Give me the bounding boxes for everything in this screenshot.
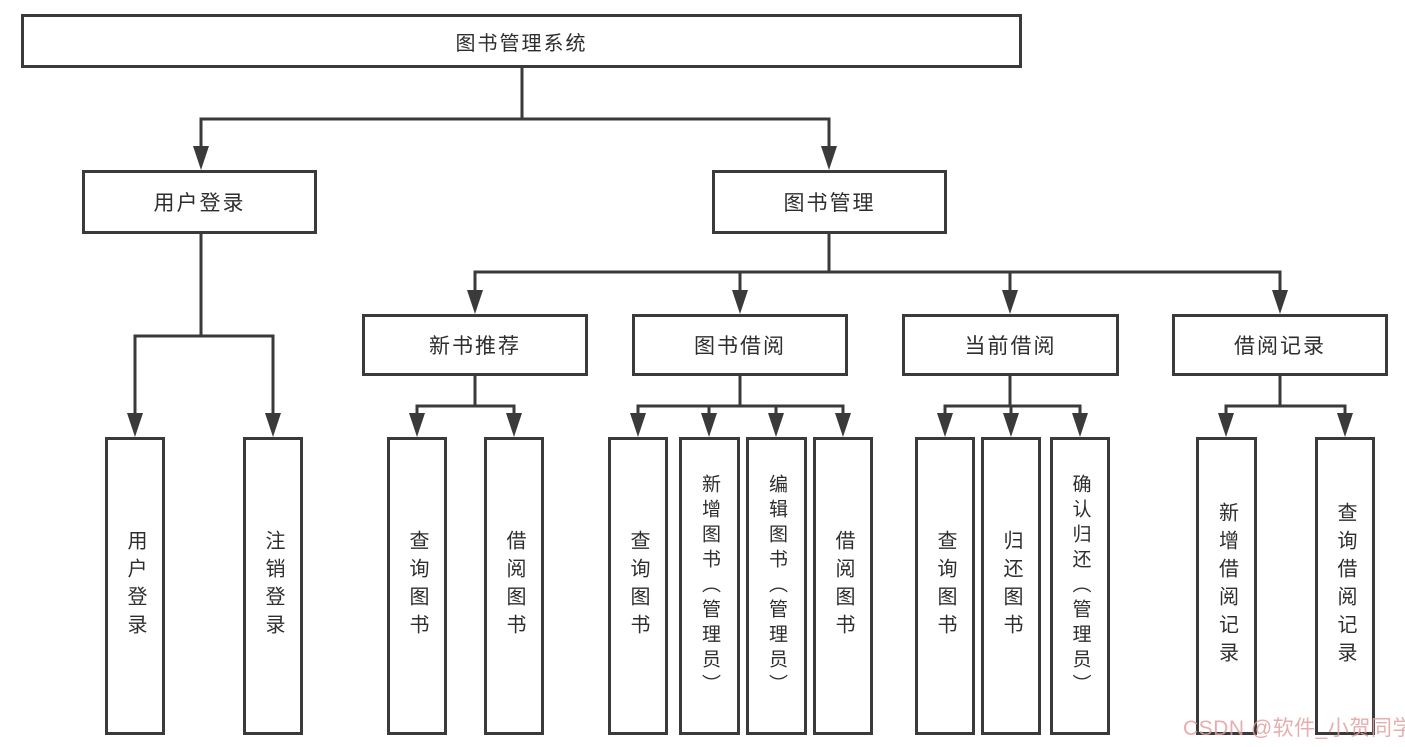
arrow-head-icon <box>506 413 522 437</box>
leaf-borrow-books: 借阅图书 <box>484 437 544 735</box>
arrow-head-icon <box>1218 413 1234 437</box>
arrow-head-icon <box>467 290 483 314</box>
node-label: 新书推荐 <box>429 335 521 358</box>
leaf-confirm-return-admin: 确认归还（管理员） <box>1050 437 1110 735</box>
arrow-head-icon <box>1002 290 1018 314</box>
node-label: 当前借阅 <box>964 335 1057 358</box>
leaf-label: 注销登录 <box>262 530 284 642</box>
leaf-query-books: 查询图书 <box>387 437 447 735</box>
arrow-head-icon <box>193 146 209 170</box>
leaf-logout: 注销登录 <box>243 437 303 735</box>
arrow-head-icon <box>768 413 784 437</box>
node-book-management: 图书管理 <box>712 170 947 234</box>
node-label: 图书管理系统 <box>455 32 588 55</box>
leaf-add-books-admin: 新增图书（管理员） <box>679 437 740 735</box>
leaf-label: 借阅图书 <box>832 530 854 642</box>
node-label: 用户登录 <box>153 192 246 215</box>
leaf-query-books: 查询图书 <box>915 437 975 735</box>
node-label: 图书借阅 <box>694 335 786 358</box>
node-new-book-recommendation: 新书推荐 <box>362 314 588 376</box>
arrow-head-icon <box>835 413 851 437</box>
arrow-head-icon <box>1072 413 1088 437</box>
leaf-label: 确认归还（管理员） <box>1069 473 1091 699</box>
node-current-borrowing: 当前借阅 <box>902 314 1119 376</box>
arrow-head-icon <box>701 413 717 437</box>
leaf-add-borrow-record: 新增借阅记录 <box>1196 437 1257 735</box>
leaf-label: 查询图书 <box>406 530 428 642</box>
node-user-login: 用户登录 <box>82 170 317 234</box>
leaf-query-borrow-record: 查询借阅记录 <box>1315 437 1375 735</box>
arrow-head-icon <box>1337 413 1353 437</box>
arrow-head-icon <box>1272 290 1288 314</box>
node-label: 图书管理 <box>783 192 876 215</box>
leaf-user-login: 用户登录 <box>105 437 165 735</box>
leaf-label: 借阅图书 <box>503 530 525 642</box>
arrow-head-icon <box>732 290 748 314</box>
leaf-label: 新增借阅记录 <box>1215 502 1238 670</box>
leaf-query-books: 查询图书 <box>608 437 668 735</box>
arrow-head-icon <box>1003 413 1019 437</box>
leaf-label: 查询图书 <box>934 530 956 642</box>
leaf-label: 编辑图书（管理员） <box>766 473 787 699</box>
leaf-label: 查询借阅记录 <box>1334 502 1356 670</box>
arrow-head-icon <box>409 413 425 437</box>
arrow-head-icon <box>630 413 646 437</box>
leaf-return-books: 归还图书 <box>981 437 1041 735</box>
arrow-head-icon <box>937 413 953 437</box>
leaf-label: 用户登录 <box>124 530 146 642</box>
node-library-management-system: 图书管理系统 <box>21 14 1022 68</box>
node-book-borrowing: 图书借阅 <box>632 314 848 376</box>
arrow-head-icon <box>265 413 281 437</box>
leaf-label: 新增图书（管理员） <box>699 473 720 699</box>
leaf-edit-books-admin: 编辑图书（管理员） <box>746 437 807 735</box>
node-label: 借阅记录 <box>1234 335 1326 358</box>
arrow-head-icon <box>127 413 143 437</box>
watermark: CSDN @软件_小贺同学 <box>1183 717 1405 740</box>
leaf-borrow-books: 借阅图书 <box>813 437 873 735</box>
leaf-label: 查询图书 <box>627 530 649 642</box>
arrow-head-icon <box>821 146 837 170</box>
leaf-label: 归还图书 <box>1000 530 1022 642</box>
node-borrowing-records: 借阅记录 <box>1172 314 1388 376</box>
